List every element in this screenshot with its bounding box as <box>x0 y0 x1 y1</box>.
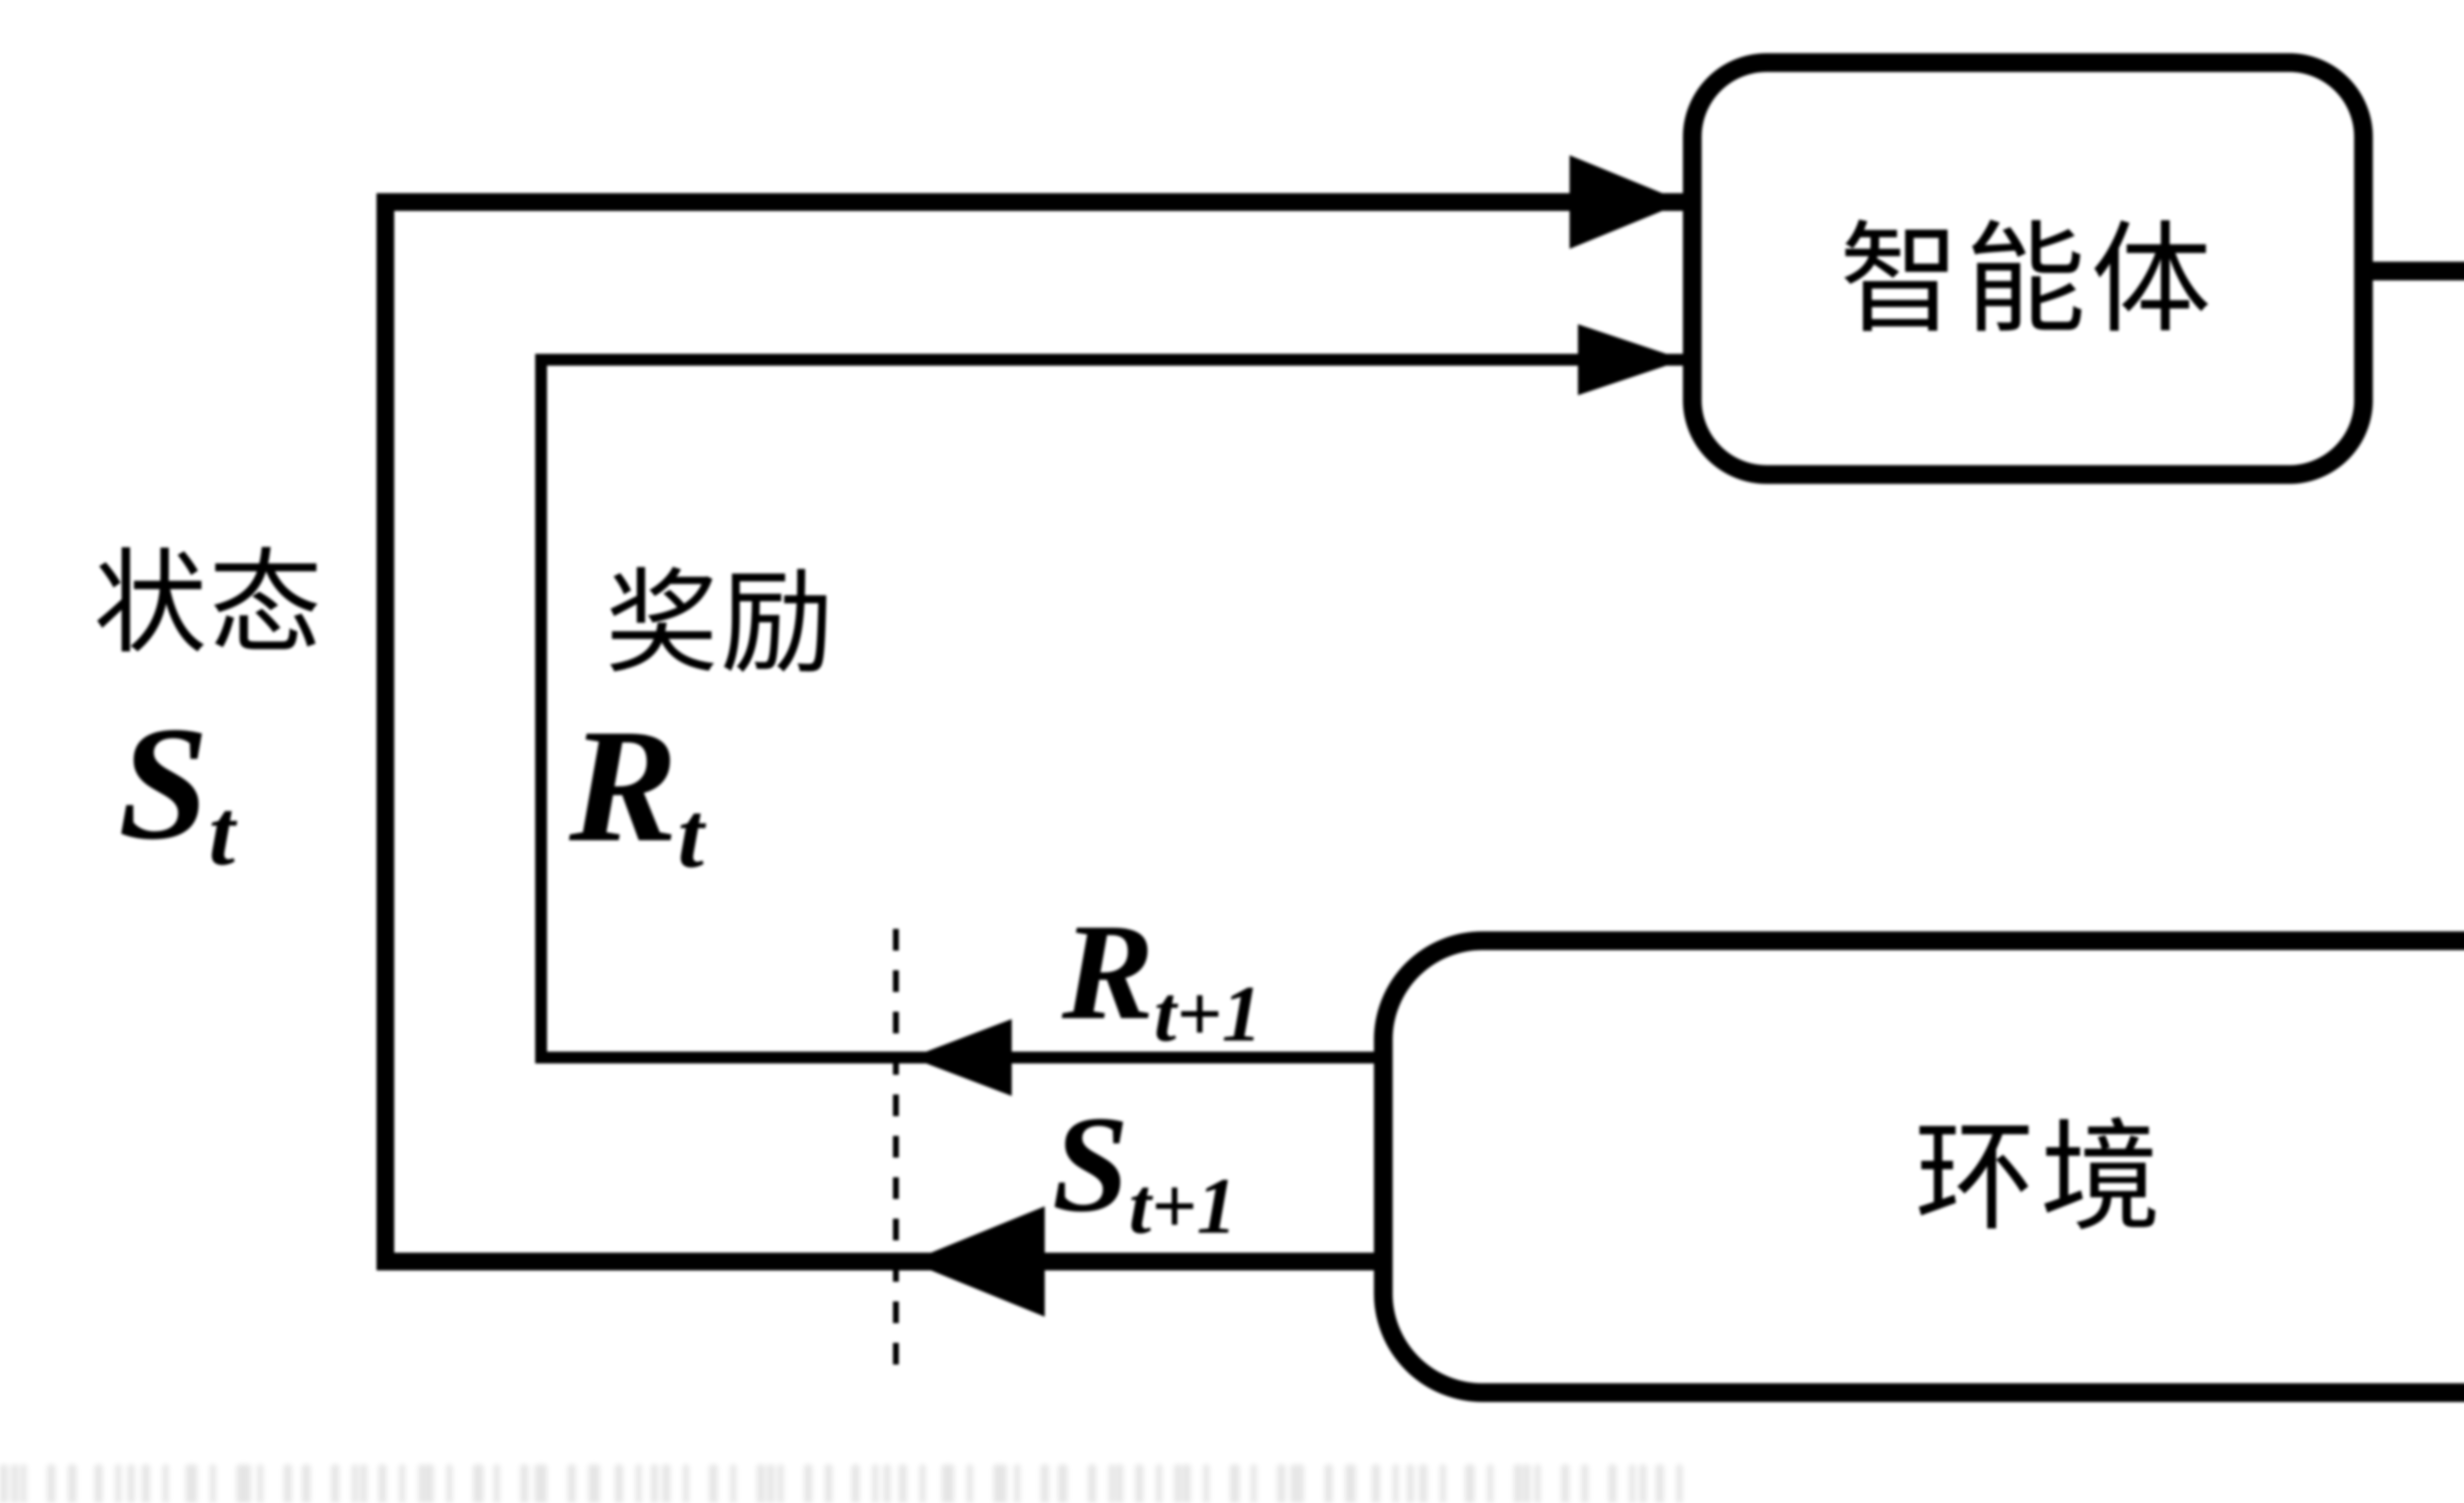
agent-box-label: 智能体 <box>1839 213 2217 347</box>
reward-line-vertical <box>535 354 547 1063</box>
next-state-arrowhead-icon <box>909 1206 1045 1317</box>
next-reward-symbol-subscript: t+1 <box>1154 969 1262 1059</box>
reward-symbol-subscript: t <box>678 783 704 888</box>
action-line-top <box>2373 262 2464 280</box>
reward-label-cn: 奖励 <box>605 561 836 687</box>
agent-box: 智能体 <box>1683 53 2373 484</box>
reward-arrowhead-icon <box>1578 324 1684 395</box>
reward-line-top <box>535 354 1683 366</box>
state-symbol: St <box>118 702 235 880</box>
next-reward-symbol: Rt+1 <box>1062 903 1262 1054</box>
next-state-symbol-base: S <box>1052 1087 1129 1240</box>
state-arrowhead-icon <box>1570 155 1684 249</box>
time-boundary-dashed-line <box>893 929 899 1377</box>
next-state-symbol-subscript: t+1 <box>1129 1161 1237 1251</box>
reward-symbol: Rt <box>569 705 704 883</box>
next-reward-symbol-base: R <box>1062 895 1154 1048</box>
state-line-top <box>376 193 1683 211</box>
reward-symbol-base: R <box>569 696 678 876</box>
next-state-symbol: St+1 <box>1052 1095 1237 1246</box>
state-label-cn: 状态 <box>94 542 325 667</box>
state-symbol-base: S <box>118 693 209 873</box>
state-symbol-subscript: t <box>208 780 235 885</box>
next-state-line <box>376 1253 1375 1270</box>
next-reward-arrowhead-icon <box>911 1019 1012 1096</box>
environment-box: 环境 <box>1374 931 2464 1402</box>
environment-box-label: 环境 <box>1915 1112 2166 1245</box>
state-line-vertical <box>376 193 394 1270</box>
cropped-caption-fragment <box>0 1465 1690 1503</box>
